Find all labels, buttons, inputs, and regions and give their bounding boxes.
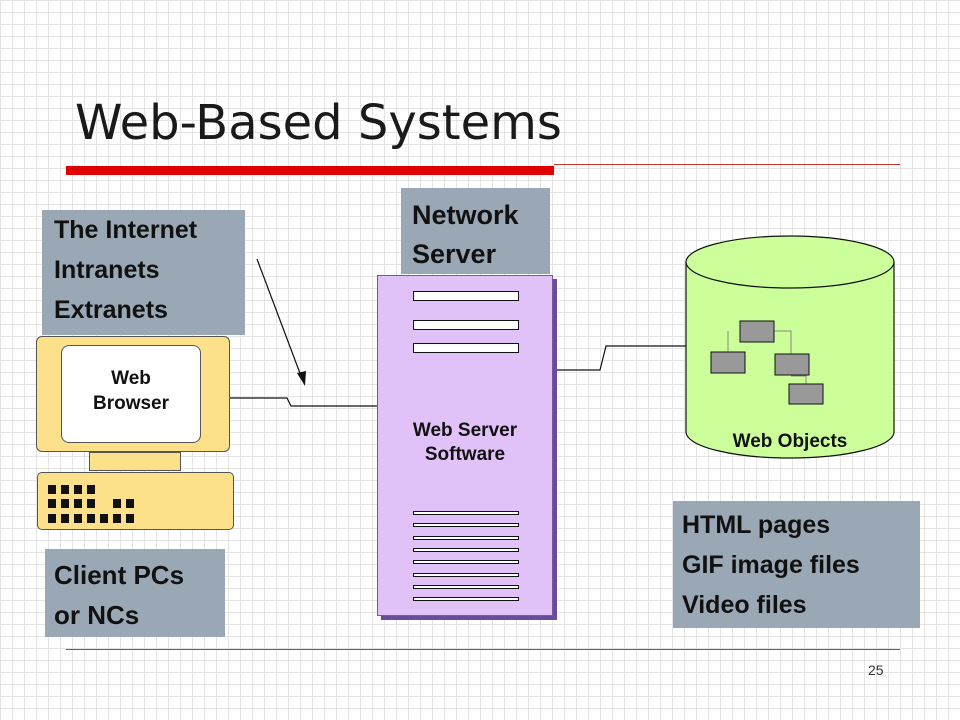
hierarchy-node [774, 353, 810, 376]
drive-bay [413, 320, 519, 330]
vent-line [413, 584, 519, 589]
pc-to-server-link [230, 397, 377, 407]
vent-line [413, 523, 519, 528]
box-line: Client PCs [54, 560, 185, 590]
network-server-box: Network Server [401, 188, 550, 274]
keyboard-key [87, 485, 95, 494]
keyboard-key [87, 499, 95, 508]
hierarchy-connector [791, 375, 807, 384]
drive-bay [413, 343, 519, 353]
box-line: GIF image files [682, 551, 860, 579]
box-line: The Internet [54, 216, 198, 244]
web-server-software-label: Web Server Software [412, 420, 518, 465]
keyboard-key [61, 514, 69, 523]
internet-arrow [256, 258, 302, 377]
keyboard-key [113, 499, 121, 508]
keyboard-key [126, 514, 134, 523]
internet-box: The Internet Intranets Extranets [42, 210, 245, 335]
box-line: or NCs [54, 600, 140, 630]
keyboard-key [48, 485, 56, 494]
keyboard-key [74, 485, 82, 494]
keyboard-key [61, 499, 69, 508]
server-tower [377, 275, 553, 616]
box-line: Extranets [54, 296, 168, 324]
keyboard-key [126, 499, 134, 508]
title-underline-thin [554, 164, 900, 165]
hierarchy-node [710, 351, 746, 374]
keyboard-key [113, 514, 121, 523]
box-line: Network [412, 200, 519, 230]
drive-bay [413, 291, 519, 301]
database-top [685, 235, 895, 289]
web-content-box: HTML pages GIF image files Video files [673, 501, 920, 628]
keyboard-key [61, 485, 69, 494]
internet-arrowhead [297, 371, 306, 386]
keyboard-key [74, 514, 82, 523]
keyboard-key [48, 514, 56, 523]
box-line: Video files [682, 591, 807, 619]
pc-monitor-stand [89, 452, 181, 471]
vent-line [413, 547, 519, 552]
box-line: HTML pages [682, 511, 831, 539]
hierarchy-node [788, 383, 824, 405]
slide-title: Web-Based Systems [75, 95, 562, 151]
hierarchy-node [739, 320, 775, 343]
server-to-database-link [557, 345, 688, 371]
page-number: 25 [868, 662, 884, 678]
title-underline-accent [66, 166, 554, 175]
vent-line [413, 597, 519, 602]
vent-line [413, 572, 519, 577]
box-line: Intranets [54, 256, 160, 284]
keyboard-key [74, 499, 82, 508]
web-objects-label: Web Objects [732, 431, 848, 452]
pc-keyboard [37, 472, 234, 530]
keyboard-key [87, 514, 95, 523]
box-line: Server [412, 239, 497, 269]
vent-line [413, 511, 519, 515]
vent-line [413, 535, 519, 540]
client-pcs-box: Client PCs or NCs [45, 549, 225, 637]
footer-rule [66, 649, 900, 650]
keyboard-key [100, 514, 108, 523]
web-browser-label: Web Browser [92, 368, 170, 414]
vent-line [413, 560, 519, 565]
keyboard-key [48, 499, 56, 508]
pc-screen [61, 345, 201, 443]
